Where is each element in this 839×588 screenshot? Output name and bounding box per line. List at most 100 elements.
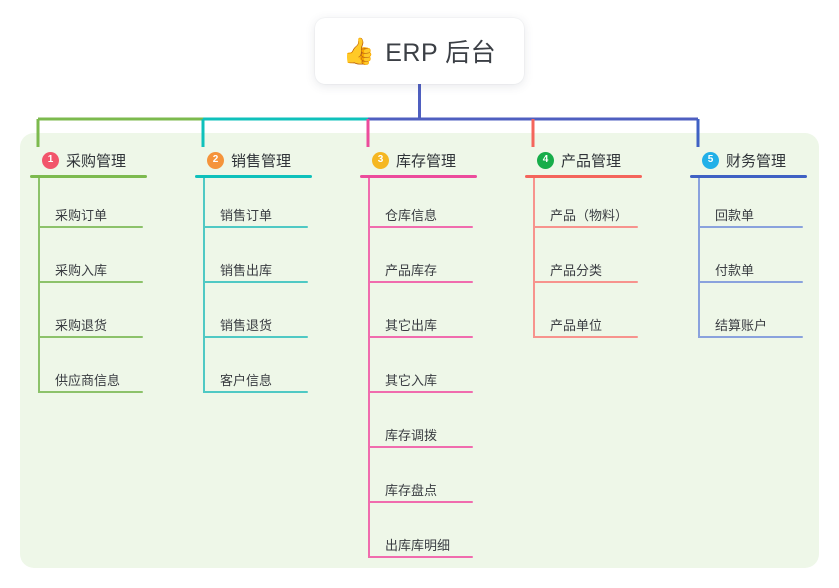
branch-spine-4 bbox=[533, 178, 535, 338]
branch-badge-5: 5 bbox=[702, 151, 719, 169]
list-item[interactable]: 仓库信息 bbox=[360, 178, 477, 233]
list-item[interactable]: 其它出库 bbox=[360, 288, 477, 343]
leaf-rule bbox=[698, 281, 803, 283]
branch-title-4: 产品管理 bbox=[561, 152, 622, 170]
branch-rule-2 bbox=[195, 175, 312, 178]
leaf-rule bbox=[368, 226, 473, 228]
branch-column-1: 1 采购管理 采购订单 采购入库 采购退货 供应商信息 bbox=[30, 145, 147, 398]
branch-leaves-5: 回款单 付款单 结算账户 bbox=[690, 178, 807, 343]
branch-column-5: 5 财务管理 回款单 付款单 结算账户 bbox=[690, 145, 807, 343]
branch-title-1: 采购管理 bbox=[66, 152, 127, 170]
leaf-label: 出库库明细 bbox=[385, 538, 451, 553]
list-item[interactable]: 库存盘点 bbox=[360, 453, 477, 508]
leaf-rule bbox=[38, 391, 143, 393]
leaf-label: 客户信息 bbox=[220, 373, 273, 388]
leaf-label: 采购订单 bbox=[55, 208, 108, 223]
leaf-rule bbox=[368, 446, 473, 448]
leaf-rule bbox=[368, 556, 473, 558]
leaf-label: 付款单 bbox=[715, 263, 755, 278]
leaf-label: 采购退货 bbox=[55, 318, 108, 333]
leaf-label: 其它出库 bbox=[385, 318, 438, 333]
branch-title-5: 财务管理 bbox=[726, 152, 787, 170]
leaf-label: 产品分类 bbox=[550, 263, 603, 278]
leaf-rule bbox=[38, 336, 143, 338]
branch-badge-1: 1 bbox=[42, 151, 59, 169]
leaf-rule bbox=[698, 336, 803, 338]
branch-rule-4 bbox=[525, 175, 642, 178]
thumbs-up-icon: 👍 bbox=[342, 36, 376, 66]
branch-rule-5 bbox=[690, 175, 807, 178]
branches-panel bbox=[20, 133, 819, 568]
leaf-label: 其它入库 bbox=[385, 373, 438, 388]
leaf-label: 供应商信息 bbox=[55, 373, 121, 388]
branch-header-2[interactable]: 2 销售管理 bbox=[195, 145, 312, 175]
list-item[interactable]: 产品库存 bbox=[360, 233, 477, 288]
leaf-label: 采购入库 bbox=[55, 263, 108, 278]
branch-badge-4: 4 bbox=[537, 151, 554, 169]
list-item[interactable]: 产品单位 bbox=[525, 288, 642, 343]
leaf-label: 仓库信息 bbox=[385, 208, 438, 223]
branch-header-5[interactable]: 5 财务管理 bbox=[690, 145, 807, 175]
leaf-label: 库存调拨 bbox=[385, 428, 438, 443]
root-node[interactable]: 👍 ERP 后台 bbox=[315, 18, 524, 84]
branch-rule-1 bbox=[30, 175, 147, 178]
list-item[interactable]: 库存调拨 bbox=[360, 398, 477, 453]
leaf-rule bbox=[368, 336, 473, 338]
list-item[interactable]: 结算账户 bbox=[690, 288, 807, 343]
branch-spine-5 bbox=[698, 178, 700, 338]
leaf-rule bbox=[533, 336, 638, 338]
leaf-label: 结算账户 bbox=[715, 318, 768, 333]
branch-leaves-1: 采购订单 采购入库 采购退货 供应商信息 bbox=[30, 178, 147, 398]
leaf-rule bbox=[203, 226, 308, 228]
leaf-label: 产品（物料） bbox=[550, 208, 629, 223]
branch-rule-3 bbox=[360, 175, 477, 178]
branch-badge-3: 3 bbox=[372, 151, 389, 169]
leaf-label: 销售退货 bbox=[220, 318, 273, 333]
leaf-rule bbox=[368, 501, 473, 503]
leaf-rule bbox=[698, 226, 803, 228]
branch-spine-2 bbox=[203, 178, 205, 393]
branch-column-3: 3 库存管理 仓库信息 产品库存 其它出库 其它入库 库存调拨 bbox=[360, 145, 477, 563]
leaf-label: 回款单 bbox=[715, 208, 755, 223]
branch-badge-2: 2 bbox=[207, 151, 224, 169]
leaf-rule bbox=[533, 281, 638, 283]
list-item[interactable]: 销售退货 bbox=[195, 288, 312, 343]
leaf-rule bbox=[368, 391, 473, 393]
leaf-label: 销售出库 bbox=[220, 263, 273, 278]
leaf-rule bbox=[368, 281, 473, 283]
list-item[interactable]: 供应商信息 bbox=[30, 343, 147, 398]
leaf-label: 产品单位 bbox=[550, 318, 603, 333]
list-item[interactable]: 出库库明细 bbox=[360, 508, 477, 563]
list-item[interactable]: 销售订单 bbox=[195, 178, 312, 233]
list-item[interactable]: 采购订单 bbox=[30, 178, 147, 233]
list-item[interactable]: 采购退货 bbox=[30, 288, 147, 343]
list-item[interactable]: 回款单 bbox=[690, 178, 807, 233]
branch-leaves-3: 仓库信息 产品库存 其它出库 其它入库 库存调拨 库存盘点 bbox=[360, 178, 477, 563]
leaf-rule bbox=[203, 281, 308, 283]
list-item[interactable]: 产品分类 bbox=[525, 233, 642, 288]
branch-column-4: 4 产品管理 产品（物料） 产品分类 产品单位 bbox=[525, 145, 642, 343]
leaf-rule bbox=[203, 336, 308, 338]
branch-leaves-2: 销售订单 销售出库 销售退货 客户信息 bbox=[195, 178, 312, 398]
list-item[interactable]: 销售出库 bbox=[195, 233, 312, 288]
branch-header-1[interactable]: 1 采购管理 bbox=[30, 145, 147, 175]
list-item[interactable]: 其它入库 bbox=[360, 343, 477, 398]
root-title: ERP 后台 bbox=[385, 39, 497, 67]
leaf-rule bbox=[533, 226, 638, 228]
leaf-rule bbox=[38, 226, 143, 228]
list-item[interactable]: 采购入库 bbox=[30, 233, 147, 288]
branch-column-2: 2 销售管理 销售订单 销售出库 销售退货 客户信息 bbox=[195, 145, 312, 398]
list-item[interactable]: 付款单 bbox=[690, 233, 807, 288]
leaf-label: 产品库存 bbox=[385, 263, 438, 278]
branch-header-4[interactable]: 4 产品管理 bbox=[525, 145, 642, 175]
leaf-rule bbox=[203, 391, 308, 393]
list-item[interactable]: 客户信息 bbox=[195, 343, 312, 398]
branch-header-3[interactable]: 3 库存管理 bbox=[360, 145, 477, 175]
branch-leaves-4: 产品（物料） 产品分类 产品单位 bbox=[525, 178, 642, 343]
branch-spine-1 bbox=[38, 178, 40, 393]
list-item[interactable]: 产品（物料） bbox=[525, 178, 642, 233]
leaf-rule bbox=[38, 281, 143, 283]
leaf-label: 销售订单 bbox=[220, 208, 273, 223]
leaf-label: 库存盘点 bbox=[385, 483, 438, 498]
